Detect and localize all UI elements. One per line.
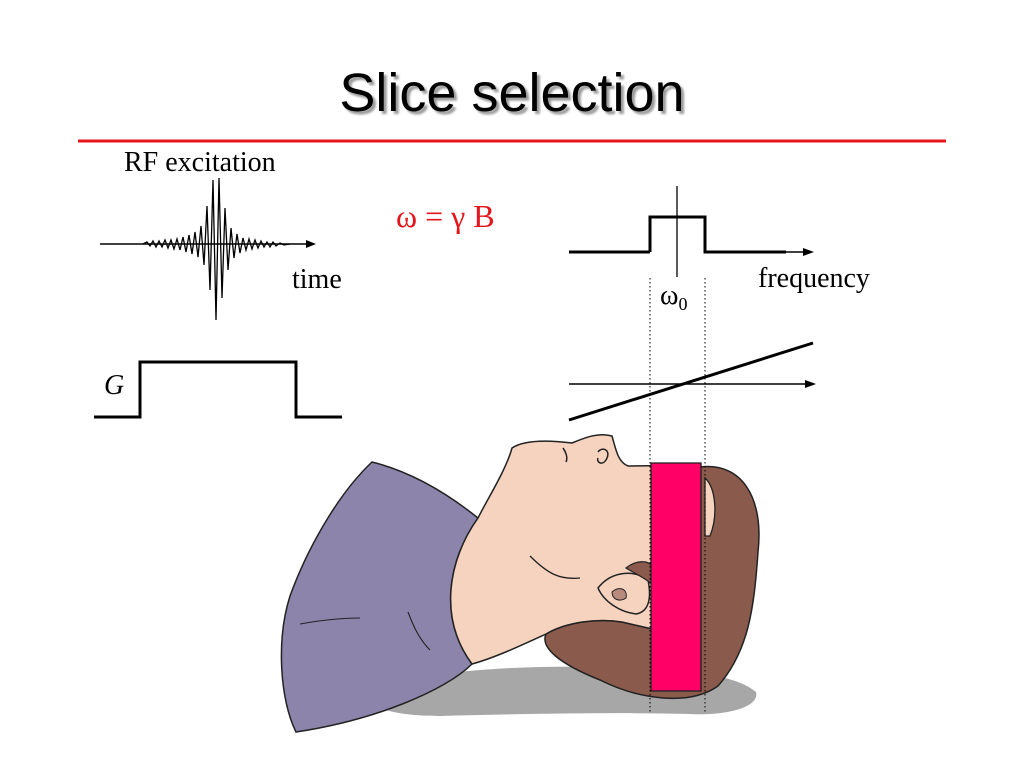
frequency-rect-band <box>648 215 786 254</box>
nostril <box>596 448 609 464</box>
equation-gamma: γ <box>451 198 466 234</box>
frequency-arrowhead <box>803 248 814 256</box>
slide-title: Slice selection <box>339 63 685 123</box>
rf-excitation-label: RF excitation <box>124 147 276 178</box>
gradient-label: G <box>104 370 125 401</box>
omega0-symbol: ω <box>660 280 679 311</box>
ear-canal <box>611 588 627 601</box>
larmor-equation: ω = γ B <box>396 200 495 232</box>
field-axis-arrowhead <box>805 380 816 388</box>
omega0-label: ω0 <box>660 280 688 314</box>
omega0-subscript: 0 <box>678 294 688 314</box>
selected-slice <box>650 462 702 692</box>
equation-equals: = <box>425 198 444 234</box>
rf-time-arrowhead <box>306 240 316 248</box>
gradient-pulse <box>94 360 342 419</box>
patient-illustration <box>280 433 760 733</box>
mouth <box>562 447 568 463</box>
equation-b: B <box>473 198 495 234</box>
equation-omega: ω <box>396 198 418 234</box>
time-axis-label: time <box>292 264 342 295</box>
jaw-line <box>529 555 581 580</box>
rf-sinc-waveform <box>142 177 291 321</box>
shirt-fold <box>407 611 431 651</box>
frequency-axis-label: frequency <box>758 263 870 294</box>
ear-fold <box>704 476 716 537</box>
neck-line <box>299 617 361 625</box>
field-gradient-line <box>568 341 814 422</box>
shirt <box>280 461 480 733</box>
